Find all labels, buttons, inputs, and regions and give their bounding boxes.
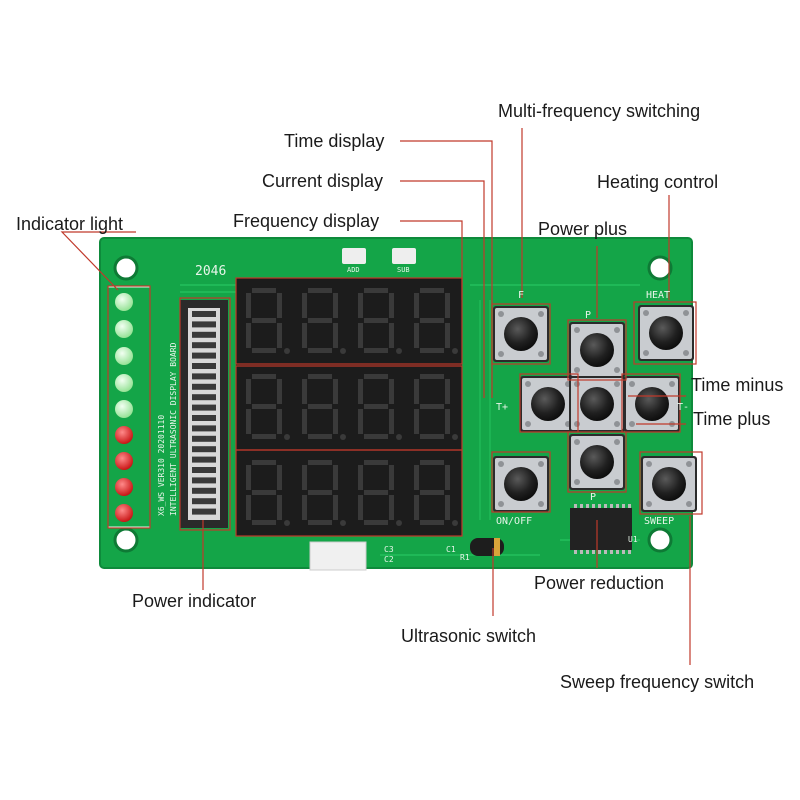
highlight-frames xyxy=(107,277,703,537)
chip-pin xyxy=(574,504,577,508)
u1-silk: U1 xyxy=(628,535,638,544)
add-sub-buttons xyxy=(342,248,416,264)
chip-pin xyxy=(592,550,595,554)
bargraph-segment xyxy=(192,477,216,484)
bargraph-segment xyxy=(192,404,216,411)
indicator-leds xyxy=(107,286,151,528)
bargraph-segment xyxy=(192,321,216,328)
chip-pin xyxy=(586,504,589,508)
board-version-vertical: X6_WS VER310 20201110 xyxy=(157,415,166,516)
bargraph-segment xyxy=(192,383,216,390)
bargraph-segment xyxy=(192,311,216,317)
label-sweep-frequency: Sweep frequency switch xyxy=(560,672,755,692)
board-title-vertical: INTELLIGENT ULTRASONIC DISPLAY BOARD xyxy=(169,342,178,516)
label-heating-control: Heating control xyxy=(597,172,719,192)
label-ultrasonic-switch: Ultrasonic switch xyxy=(401,626,537,646)
chip-pin xyxy=(616,504,619,508)
label-power-indicator: Power indicator xyxy=(132,591,257,611)
label-current-display: Current display xyxy=(262,171,384,191)
chip-pin xyxy=(592,504,595,508)
bargraph-segment xyxy=(192,487,216,494)
heat-silk: HEAT xyxy=(646,290,670,301)
sweep-silk: SWEEP xyxy=(644,516,674,527)
bargraph-segment xyxy=(192,352,216,359)
bargraph-segment xyxy=(192,456,216,463)
label-time-display: Time display xyxy=(284,131,385,151)
bargraph-segment xyxy=(192,415,216,421)
chip-pin xyxy=(598,550,601,554)
bargraph-segment xyxy=(192,342,216,349)
bargraph-segment xyxy=(192,435,216,442)
p-top-silk: P xyxy=(585,310,591,321)
chip-pin xyxy=(598,504,601,508)
capacitor-c1 xyxy=(470,538,504,556)
white-connector xyxy=(309,541,367,571)
label-multi-frequency: Multi-frequency switching xyxy=(498,101,701,121)
bargraph-segment xyxy=(192,508,216,515)
c3-silk: C3 xyxy=(384,545,394,554)
label-power-plus: Power plus xyxy=(538,219,628,239)
p-bottom-silk: P xyxy=(590,492,596,503)
sub-silk: SUB xyxy=(397,266,410,274)
label-indicator-light: Indicator light xyxy=(16,214,124,234)
c1-silk: C1 xyxy=(446,545,456,554)
seven-segment-displays xyxy=(236,278,462,536)
chip-pin xyxy=(586,550,589,554)
label-frequency-display: Frequency display xyxy=(233,211,380,231)
chip-pin xyxy=(580,504,583,508)
bargraph-segment xyxy=(192,467,216,473)
bargraph-segment xyxy=(192,373,216,380)
r1-silk: R1 xyxy=(460,553,470,562)
f-silk: F xyxy=(518,290,524,301)
add-silk: ADD xyxy=(347,266,360,274)
chip-pin xyxy=(610,550,613,554)
chip-pin xyxy=(604,504,607,508)
chip-pin xyxy=(622,550,625,554)
chip-pin xyxy=(622,504,625,508)
onoff-silk: ON/OFF xyxy=(496,516,532,527)
power-bargraph xyxy=(180,300,228,528)
tactile-buttons xyxy=(493,305,697,512)
chip-pin xyxy=(628,504,631,508)
bargraph-segment xyxy=(192,331,216,338)
chip-pin xyxy=(610,504,613,508)
chip-pin xyxy=(574,550,577,554)
c2-silk: C2 xyxy=(384,555,394,564)
bargraph-segment xyxy=(192,446,216,453)
chip-pin xyxy=(628,550,631,554)
label-time-plus: Time plus xyxy=(693,409,771,429)
label-time-minus: Time minus xyxy=(691,375,784,395)
bargraph-segment xyxy=(192,425,216,432)
chip-pin xyxy=(616,550,619,554)
microcontroller-chip xyxy=(570,504,632,554)
bargraph-segment xyxy=(192,394,216,401)
t-plus-silk: T+ xyxy=(496,402,508,413)
chip-pin xyxy=(604,550,607,554)
label-power-reduction: Power reduction xyxy=(534,573,665,593)
t-minus-silk: T- xyxy=(677,402,689,413)
bargraph-segment xyxy=(192,498,216,505)
chip-pin xyxy=(580,550,583,554)
bargraph-segment xyxy=(192,363,216,369)
board-code: 2046 xyxy=(195,264,226,279)
